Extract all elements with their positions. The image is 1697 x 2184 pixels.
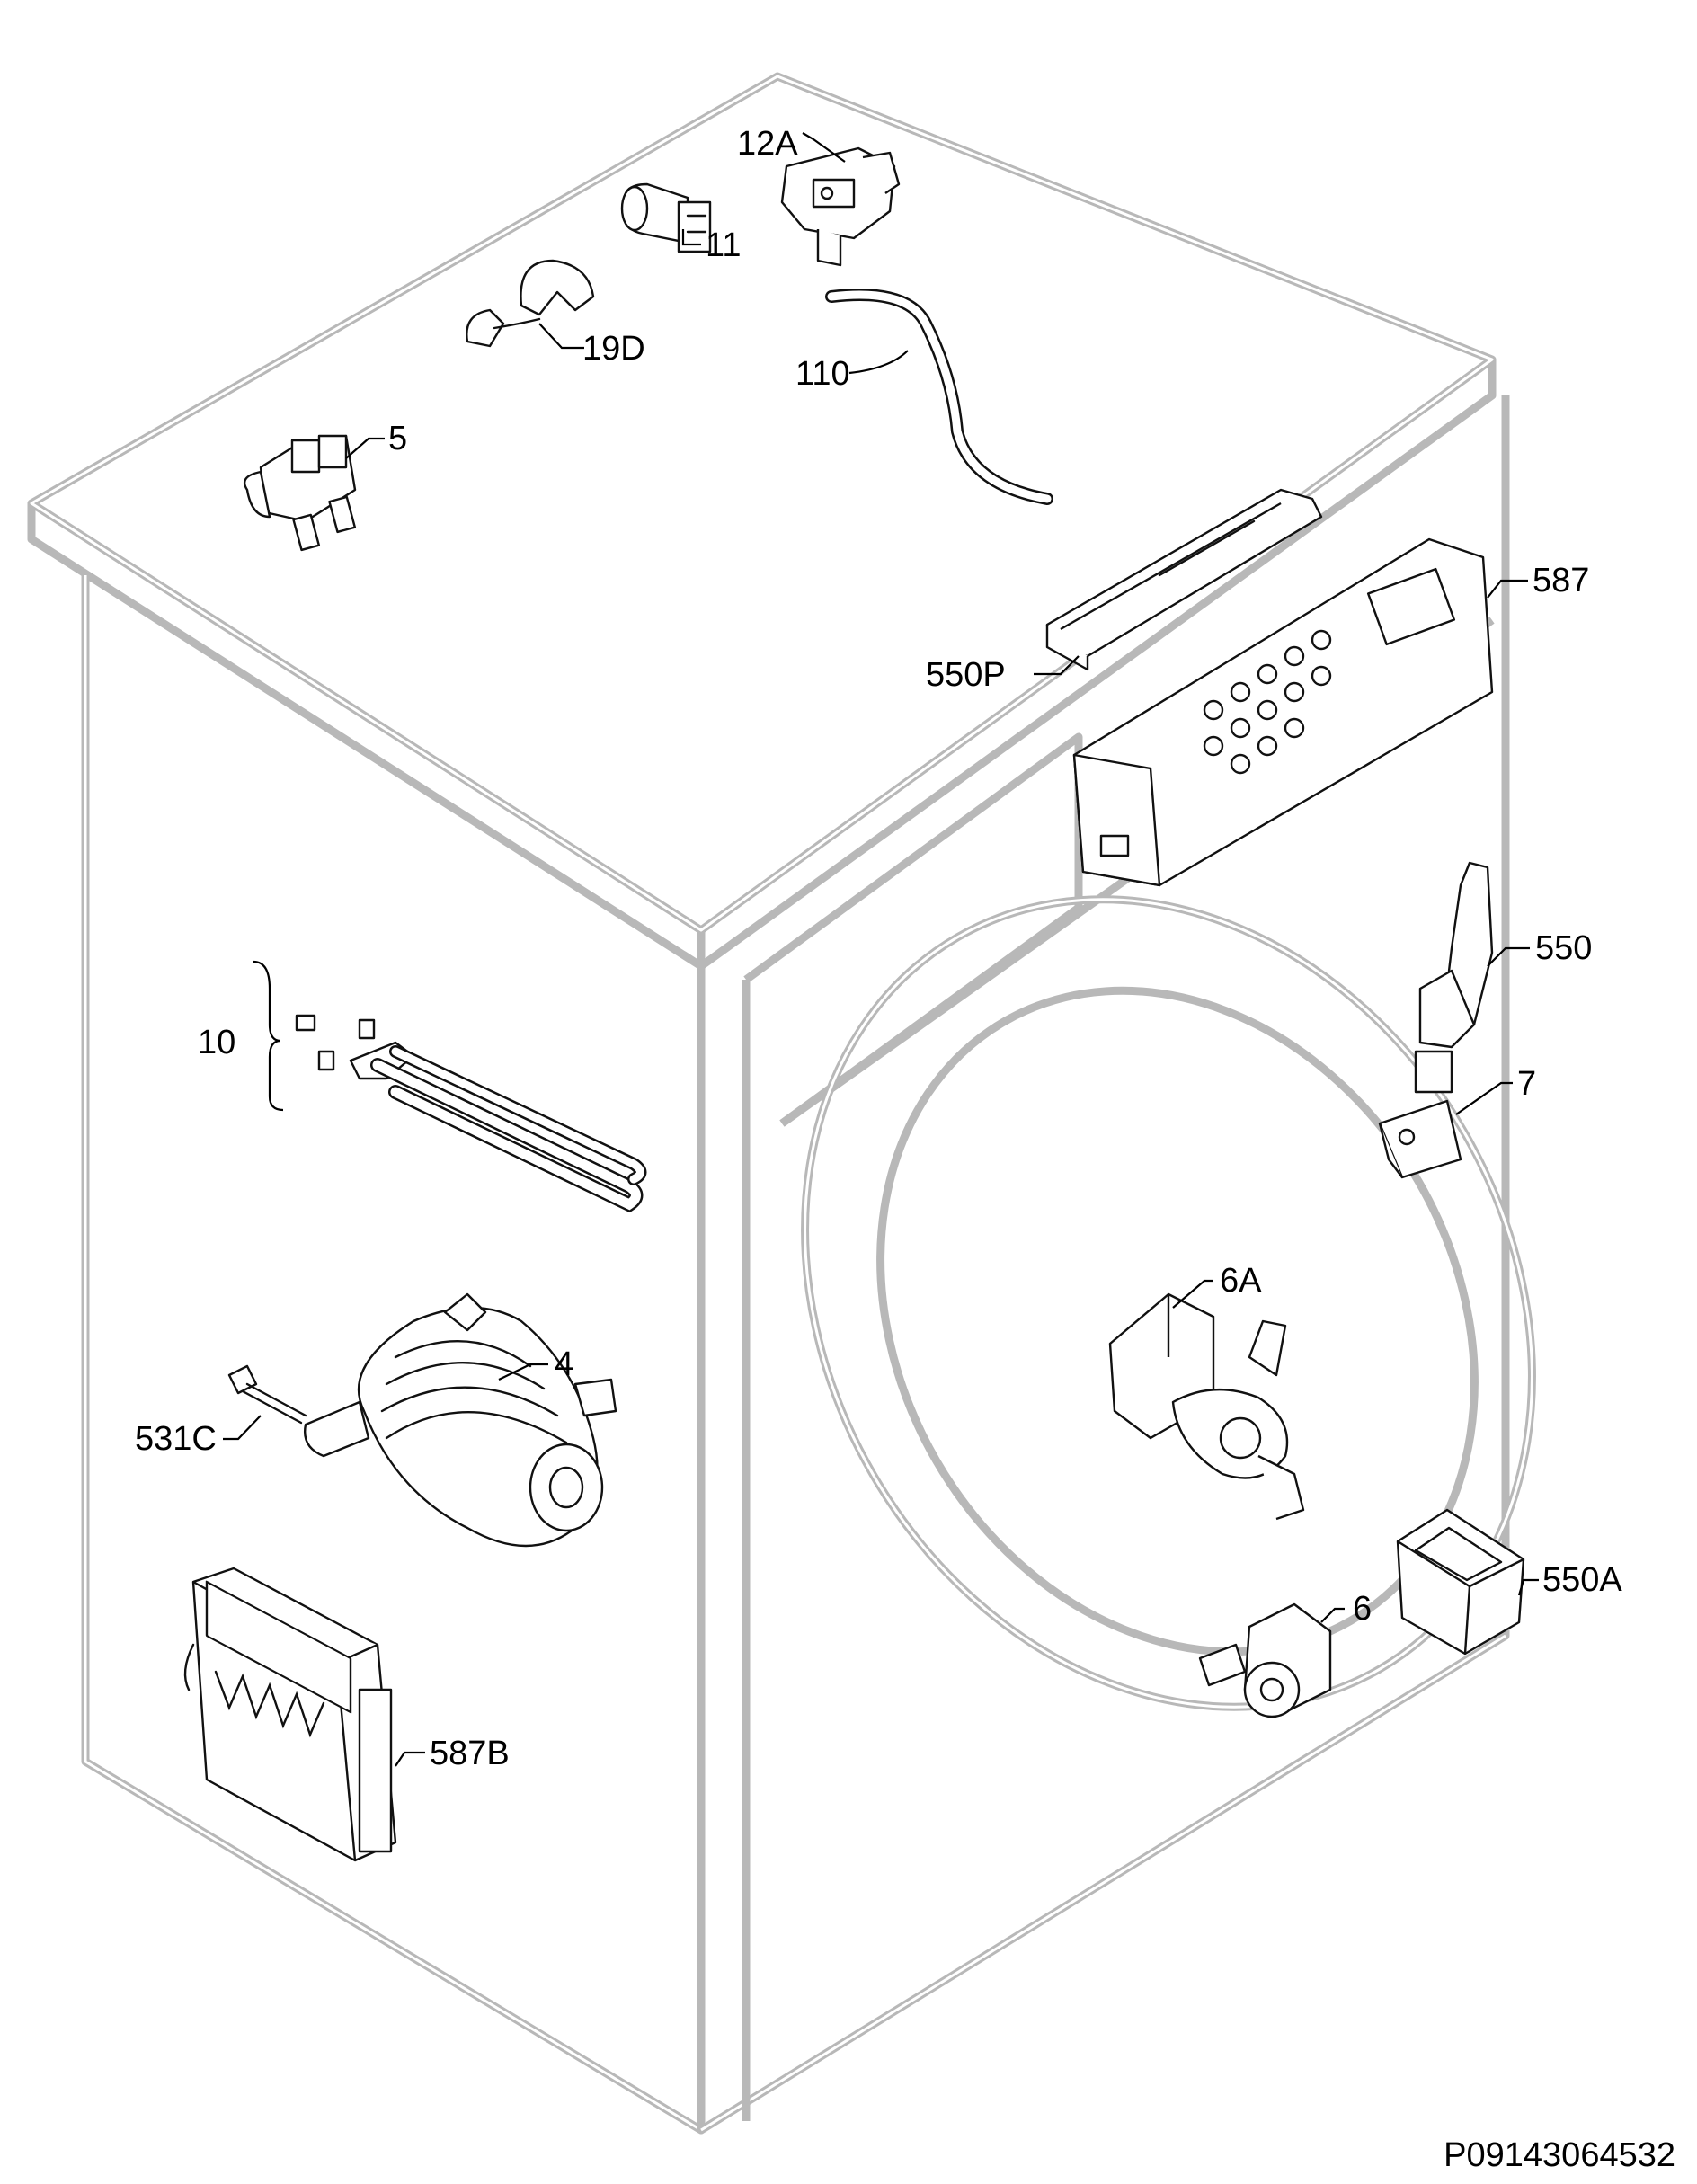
motor-control-module-icon xyxy=(183,1567,397,1862)
motor-icon xyxy=(304,1292,617,1548)
label-19D: 19D xyxy=(582,330,645,368)
washer-cabinet xyxy=(27,72,1536,2135)
heating-element-icon xyxy=(295,1014,647,1213)
label-6A: 6A xyxy=(1220,1262,1262,1300)
capacitor-filter-icon xyxy=(620,182,712,253)
label-4: 4 xyxy=(555,1345,573,1383)
inlet-valve-icon xyxy=(243,434,357,552)
label-550P: 550P xyxy=(926,656,1006,694)
door-handle-icon xyxy=(1418,861,1494,1049)
label-587B: 587B xyxy=(430,1735,510,1772)
door-lock-icon xyxy=(1378,1050,1462,1179)
thermistor-sensor-icon xyxy=(466,259,595,348)
label-11: 11 xyxy=(706,226,741,264)
hose-icon xyxy=(825,289,1053,505)
leader-lines xyxy=(223,132,1539,1767)
cover-cap-icon xyxy=(1396,1508,1525,1656)
label-587: 587 xyxy=(1533,562,1589,599)
part-labels: 12A 11 19D 110 5 587 550P 550 7 10 6A 4 … xyxy=(135,125,1622,1772)
label-12A: 12A xyxy=(737,125,798,163)
label-6: 6 xyxy=(1353,1590,1372,1628)
drain-pump-icon xyxy=(1198,1602,1332,1718)
control-board-icon xyxy=(1072,537,1494,887)
control-panel-cover-icon xyxy=(1045,488,1323,671)
label-5: 5 xyxy=(388,420,407,457)
label-7: 7 xyxy=(1517,1065,1536,1103)
label-531C: 531C xyxy=(135,1420,217,1458)
label-10: 10 xyxy=(198,1024,235,1061)
pressure-switch-icon xyxy=(780,146,901,267)
circulation-pump-icon xyxy=(1108,1292,1305,1521)
screw-icon xyxy=(227,1364,307,1425)
label-550A: 550A xyxy=(1542,1561,1622,1599)
label-550: 550 xyxy=(1535,929,1592,967)
document-id: P09143064532 xyxy=(1444,2136,1675,2174)
label-110: 110 xyxy=(795,355,850,393)
